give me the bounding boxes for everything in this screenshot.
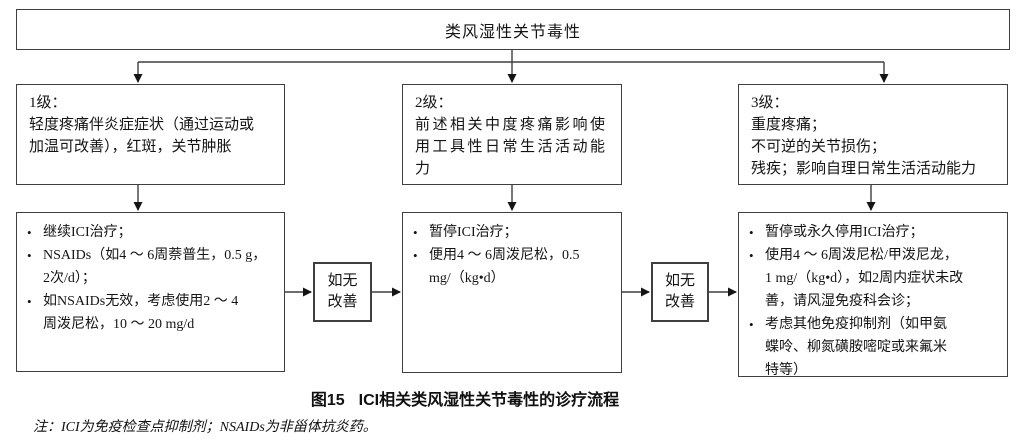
treatment-2-step-2: 便用4 ～ 6周泼尼松，0.5 mg/（kg•d）: [429, 248, 580, 286]
no-improvement-label: 如无 改善: [664, 273, 695, 310]
grade-3-description: 重度疼痛； 不可逆的关节损伤； 残疾；影响自理日常生活活动能力: [751, 117, 977, 177]
treatment-3-step-1: 暂停或永久停用ICI治疗；: [765, 225, 924, 240]
toxicity-title: 类风湿性关节毒性: [444, 23, 581, 41]
treatment-2-step-1: 暂停ICI治疗；: [429, 225, 518, 240]
list-item: • 暂停ICI治疗；: [413, 221, 615, 244]
treatment-grade-1-box: • 继续ICI治疗； • NSAIDs（如4 ～ 6周萘普生，0.5 g， 2次…: [16, 212, 285, 372]
figure-number: 图15: [310, 392, 345, 409]
figure-caption-text: ICI相关类风湿性关节毒性的诊疗流程: [358, 392, 620, 409]
list-item: • 暂停或永久停用ICI治疗；: [749, 221, 1001, 244]
grade-1-description: 轻度疼痛伴炎症症状（通过运动或 加温可改善），红斑，关节肿胀: [29, 117, 255, 155]
grade-3-box: 3级： 重度疼痛； 不可逆的关节损伤； 残疾；影响自理日常生活活动能力: [738, 84, 1008, 185]
no-improvement-box-2: 如无 改善: [651, 262, 709, 322]
grade-1-box: 1级： 轻度疼痛伴炎症症状（通过运动或 加温可改善），红斑，关节肿胀: [16, 84, 285, 185]
toxicity-title-box: 类风湿性关节毒性: [16, 9, 1010, 50]
treatment-grade-2-box: • 暂停ICI治疗； • 便用4 ～ 6周泼尼松，0.5 mg/（kg•d）: [402, 212, 622, 373]
bullet-icon: •: [749, 225, 754, 240]
list-item: • 继续ICI治疗；: [27, 221, 278, 244]
footnote: 注：ICI为免疫检查点抑制剂；NSAIDs为非甾体抗炎药。: [33, 420, 377, 435]
treatment-1-step-2: NSAIDs（如4 ～ 6周萘普生，0.5 g， 2次/d）；: [43, 248, 267, 286]
bullet-icon: •: [413, 225, 418, 240]
grade-2-box: 2级： 前述相关中度疼痛影响使 用工具性日常生活活动能 力: [402, 84, 622, 185]
list-item: • 如NSAIDs无效，考虑使用2 ～ 4 周泼尼松，10 ～ 20 mg/d: [27, 290, 278, 336]
grade-2-title: 2级：: [415, 95, 453, 111]
grade-1-title: 1级：: [29, 95, 67, 111]
bullet-icon: •: [413, 248, 418, 263]
list-item: • 便用4 ～ 6周泼尼松，0.5 mg/（kg•d）: [413, 244, 615, 290]
bullet-icon: •: [27, 294, 32, 309]
treatment-3-step-3: 考虑其他免疫抑制剂（如甲氨 蝶呤、柳氮磺胺嘧啶或来氟米 特等）: [765, 317, 947, 378]
figure-caption: 图15 ICI相关类风湿性关节毒性的诊疗流程: [0, 386, 930, 410]
list-item: • 考虑其他免疫抑制剂（如甲氨 蝶呤、柳氮磺胺嘧啶或来氟米 特等）: [749, 313, 1001, 382]
treatment-1-step-3: 如NSAIDs无效，考虑使用2 ～ 4 周泼尼松，10 ～ 20 mg/d: [43, 294, 239, 332]
grade-2-description: 前述相关中度疼痛影响使 用工具性日常生活活动能 力: [415, 117, 608, 177]
bullet-icon: •: [749, 248, 754, 263]
treatment-1-step-1: 继续ICI治疗；: [43, 225, 132, 240]
bullet-icon: •: [27, 248, 32, 263]
treatment-3-step-2: 使用4 ～ 6周泼尼松/甲泼尼龙， 1 mg/（kg•d），如2周内症状未改 善…: [765, 248, 964, 309]
list-item: • NSAIDs（如4 ～ 6周萘普生，0.5 g， 2次/d）；: [27, 244, 278, 290]
bullet-icon: •: [749, 317, 754, 332]
list-item: • 使用4 ～ 6周泼尼松/甲泼尼龙， 1 mg/（kg•d），如2周内症状未改…: [749, 244, 1001, 313]
no-improvement-box-1: 如无 改善: [313, 262, 372, 322]
grade-3-title: 3级：: [751, 95, 789, 111]
bullet-icon: •: [27, 225, 32, 240]
no-improvement-label: 如无 改善: [327, 273, 358, 310]
treatment-grade-3-box: • 暂停或永久停用ICI治疗； • 使用4 ～ 6周泼尼松/甲泼尼龙， 1 mg…: [738, 212, 1008, 378]
